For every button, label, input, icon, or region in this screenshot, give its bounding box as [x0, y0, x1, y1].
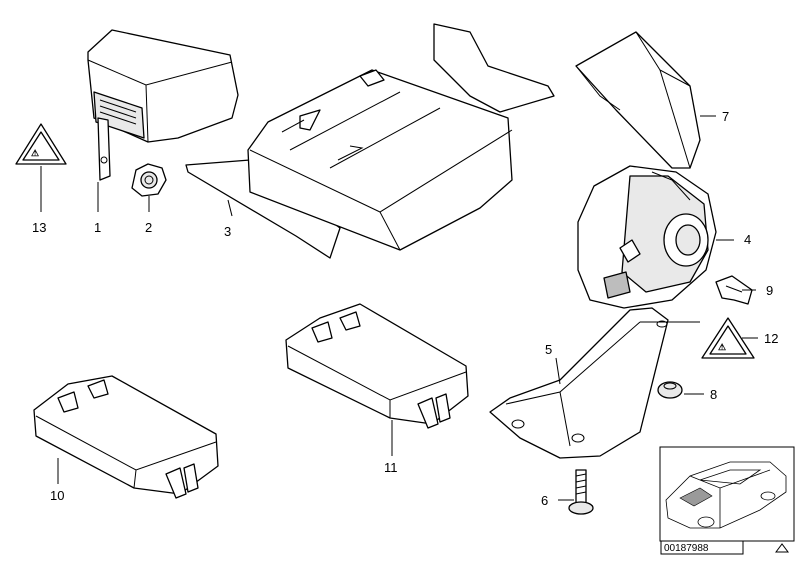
- callout-11: 11: [384, 460, 398, 475]
- callout-3: 3: [224, 224, 231, 239]
- part-1-control-module[interactable]: [87, 29, 239, 181]
- part-6-screw[interactable]: [568, 469, 594, 515]
- callout-13: 13: [32, 220, 46, 235]
- warning-glyph-13: ⚠: [31, 148, 39, 158]
- warning-glyph-12: ⚠: [718, 342, 726, 352]
- part-8-grommet[interactable]: [657, 381, 683, 399]
- callout-6: 6: [541, 493, 548, 508]
- part-5-bracket[interactable]: [489, 307, 700, 459]
- part-10-module[interactable]: [33, 375, 219, 499]
- part-4-siren[interactable]: [577, 165, 717, 309]
- part-7-cover[interactable]: [575, 31, 701, 169]
- callout-1: 1: [94, 220, 101, 235]
- corner-triangle-icon: [775, 543, 789, 553]
- callout-7: 7: [722, 109, 729, 124]
- leader-lines: [40, 115, 758, 501]
- part-9-clip[interactable]: [715, 275, 753, 305]
- reference-code-box: [660, 540, 744, 555]
- reference-code: 00187988: [664, 543, 709, 554]
- callout-12: 12: [764, 331, 778, 346]
- part-2-nut[interactable]: [131, 163, 167, 197]
- part-11-module[interactable]: [285, 303, 469, 429]
- part-3-control-unit[interactable]: [185, 23, 555, 259]
- callout-9: 9: [766, 283, 773, 298]
- callout-4: 4: [744, 232, 751, 247]
- part-12-warning-label[interactable]: ⚠: [701, 317, 755, 359]
- vehicle-thumbnail: [659, 446, 795, 542]
- callout-8: 8: [710, 387, 717, 402]
- callout-5: 5: [545, 342, 552, 357]
- part-13-warning-label[interactable]: ⚠: [15, 123, 67, 165]
- callout-2: 2: [145, 220, 152, 235]
- callout-10: 10: [50, 488, 64, 503]
